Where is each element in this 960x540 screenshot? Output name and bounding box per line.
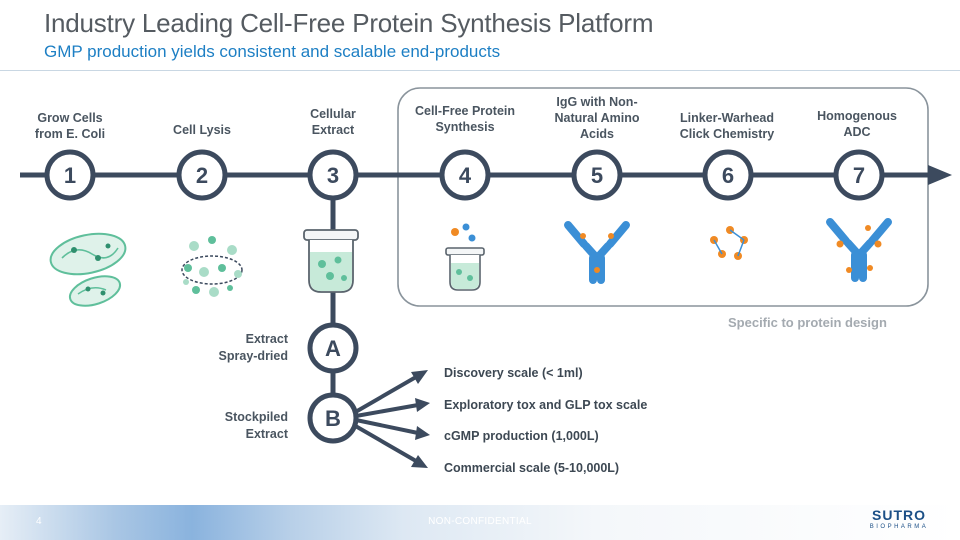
branch-node-b: B	[307, 392, 359, 444]
cell-lysis-icon	[181, 236, 243, 297]
scale-label-discovery: Discovery scale (< 1ml)	[444, 366, 583, 380]
classification-label: NON-CONFIDENTIAL	[428, 516, 532, 527]
step-node-6: 6	[702, 149, 754, 201]
logo-wordmark: SUTRO	[872, 507, 926, 523]
branch-letter: B	[325, 406, 341, 431]
step-number: 7	[853, 163, 865, 188]
step-number: 6	[722, 163, 734, 188]
page-number: 4	[36, 516, 42, 527]
specific-to-protein-design-note: Specific to protein design	[728, 315, 887, 330]
step-number: 2	[196, 163, 208, 188]
title-divider	[0, 70, 960, 71]
step-number: 3	[327, 163, 339, 188]
step-number: 1	[64, 163, 76, 188]
step-node-2: 2	[176, 149, 228, 201]
scale-label-cgmp: cGMP production (1,000L)	[444, 429, 599, 443]
step-number: 5	[591, 163, 603, 188]
protein-design-box	[397, 87, 929, 307]
footer-bar	[0, 505, 960, 540]
adc-icon	[826, 218, 892, 282]
slide-subtitle: GMP production yields consistent and sca…	[44, 42, 501, 61]
ecoli-cells-icon	[49, 232, 127, 307]
step-number: 4	[459, 163, 472, 188]
step-node-3: 3	[307, 149, 359, 201]
step-label-2: Cell Lysis	[173, 123, 231, 137]
extract-tube-icon	[303, 229, 359, 293]
linker-lines	[713, 229, 745, 257]
synthesis-tube-icon	[445, 223, 485, 291]
logo-subtext: BIOPHARMA	[869, 524, 929, 530]
step-node-4: 4	[439, 149, 491, 201]
branch-node-a: A	[307, 322, 359, 374]
step-node-1: 1	[44, 149, 96, 201]
step-node-7: 7	[833, 149, 885, 201]
scale-label-exploratory: Exploratory tox and GLP tox scale	[444, 398, 648, 412]
scale-arrows	[350, 375, 420, 463]
adc-payload-marks	[836, 225, 882, 273]
non-natural-amino-acid-marks	[580, 233, 614, 273]
timeline-arrowhead	[928, 165, 952, 185]
branch-letter: A	[325, 336, 341, 361]
step-node-5: 5	[571, 149, 623, 201]
scale-label-commercial: Commercial scale (5-10,000L)	[444, 461, 620, 475]
antibody-icon	[564, 221, 630, 284]
scale-arrowheads	[411, 370, 430, 468]
slide-title: Industry Leading Cell-Free Protein Synth…	[44, 8, 654, 38]
sutro-logo: SUTRO BIOPHARMA	[864, 508, 934, 531]
